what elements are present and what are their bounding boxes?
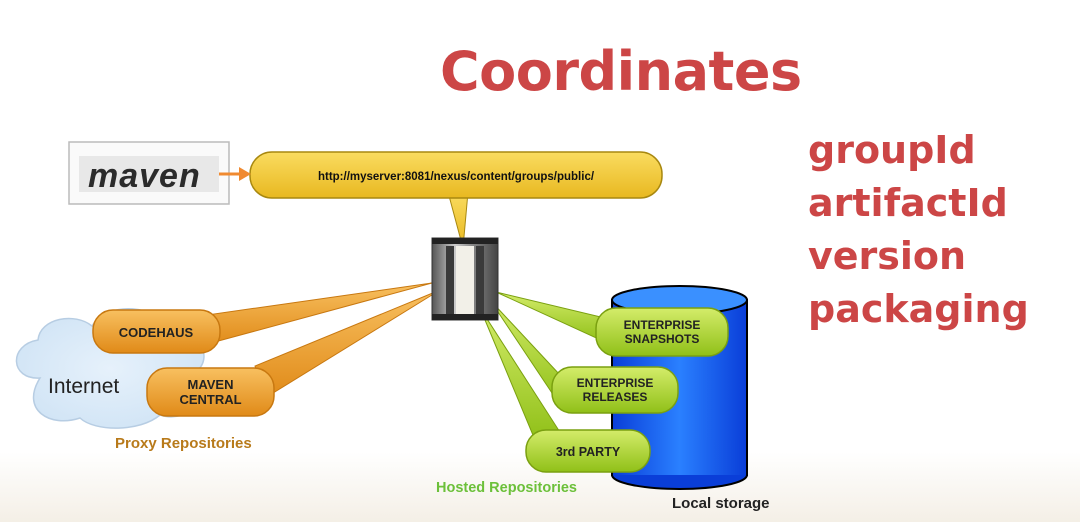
coordinate-list: groupId artifactId version packaging: [808, 124, 1029, 336]
hosted-repositories-label: Hosted Repositories: [436, 480, 577, 496]
coordinate-version: version: [808, 234, 967, 278]
coordinate-artifactid: artifactId: [808, 181, 1008, 225]
repo-enterprise-snapshots-label: ENTERPRISE SNAPSHOTS: [623, 318, 701, 346]
arrow-icon: [219, 167, 251, 181]
repo-maven-central: [146, 367, 275, 417]
vault-server-icon: [431, 237, 499, 321]
local-storage-label: Local storage: [672, 495, 770, 512]
coordinate-packaging: packaging: [808, 287, 1029, 331]
url-text: http://myserver:8081/nexus/content/group…: [318, 171, 595, 183]
repo-maven-central-label: MAVEN CENTRAL: [179, 377, 242, 407]
repo-3rd-party-label: 3rd PARTY: [556, 445, 621, 459]
repo-enterprise-releases: [551, 366, 679, 414]
url-bubble: [249, 151, 663, 249]
repo-3rd-party: [525, 429, 651, 473]
proxy-repositories-label: Proxy Repositories: [115, 435, 252, 452]
svg-text:maven: maven: [88, 157, 201, 195]
repo-enterprise-releases-label: ENTERPRISE RELEASES: [576, 376, 654, 404]
repository-diagram: Local storage Internet http://myserver:8…: [15, 141, 770, 512]
coordinate-groupid: groupId: [808, 128, 976, 172]
repo-enterprise-snapshots: [595, 307, 729, 357]
internet-label: Internet: [48, 375, 119, 398]
repo-codehaus: [92, 309, 221, 354]
maven-logo: maven: [68, 141, 230, 205]
repo-codehaus-label: CODEHAUS: [119, 325, 194, 340]
connector-snapshots: [495, 291, 606, 343]
page-title: Coordinates: [440, 40, 802, 103]
